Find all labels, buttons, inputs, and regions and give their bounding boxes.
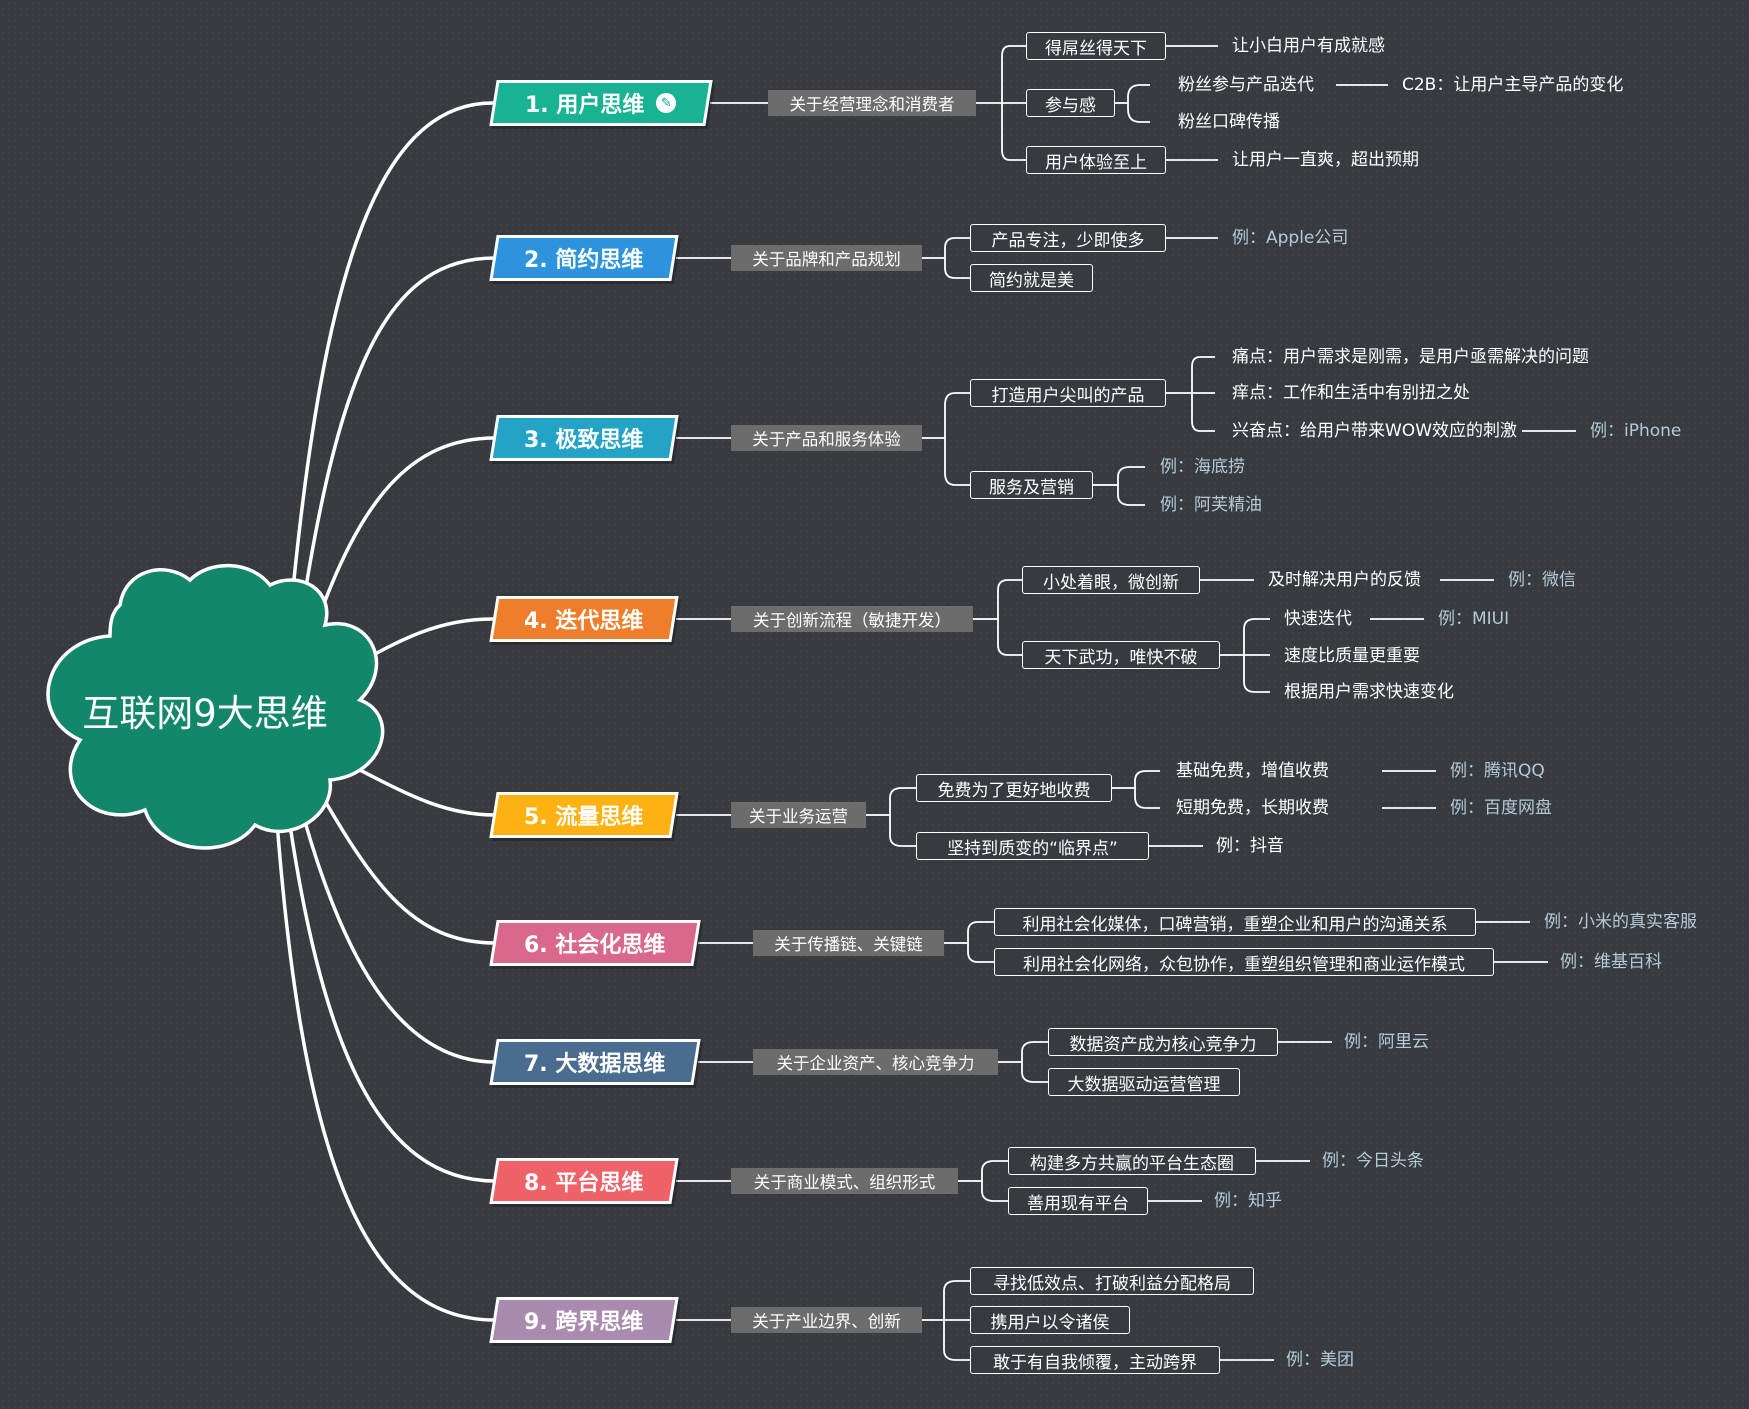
- topic-box[interactable]: 数据资产成为核心竞争力: [1048, 1028, 1278, 1056]
- branch-social-thinking[interactable]: 6. 社会化思维: [489, 920, 701, 966]
- branch-label: 9. 跨界思维: [524, 1310, 644, 1335]
- topic-text[interactable]: 让小白用户有成就感: [1232, 36, 1385, 56]
- summary-label[interactable]: 关于商业模式、组织形式: [731, 1168, 958, 1194]
- topic-box[interactable]: 小处着眼，微创新: [1022, 566, 1200, 594]
- topic-box[interactable]: 产品专注，少即使多: [970, 224, 1166, 252]
- topic-text[interactable]: 根据用户需求快速变化: [1284, 682, 1454, 702]
- topic-text[interactable]: 痒点：工作和生活中有别扭之处: [1232, 383, 1470, 403]
- topic-text[interactable]: C2B：让用户主导产品的变化: [1402, 75, 1624, 95]
- example-text[interactable]: 例：Apple公司: [1232, 228, 1349, 248]
- summary-label[interactable]: 关于创新流程（敏捷开发）: [731, 606, 973, 632]
- branch-platform-thinking[interactable]: 8. 平台思维: [489, 1158, 679, 1204]
- branch-label: 1. 用户思维: [525, 93, 645, 118]
- summary-label[interactable]: 关于企业资产、核心竞争力: [753, 1049, 998, 1075]
- topic-text[interactable]: 粉丝参与产品迭代: [1178, 75, 1314, 95]
- topic-box[interactable]: 携用户以令诸侯: [970, 1306, 1130, 1334]
- topic-box[interactable]: 服务及营销: [970, 471, 1093, 499]
- topic-box[interactable]: 善用现有平台: [1008, 1187, 1148, 1215]
- topic-box[interactable]: 天下武功，唯快不破: [1022, 641, 1220, 669]
- topic-text[interactable]: 例：抖音: [1216, 836, 1284, 856]
- branch-extreme-thinking[interactable]: 3. 极致思维: [489, 415, 679, 461]
- summary-label[interactable]: 关于产业边界、创新: [731, 1307, 922, 1333]
- topic-text[interactable]: 快速迭代: [1284, 609, 1352, 629]
- example-text[interactable]: 例：小米的真实客服: [1544, 912, 1697, 932]
- topic-box[interactable]: 参与感: [1026, 89, 1115, 117]
- topic-text[interactable]: 粉丝口碑传播: [1178, 112, 1280, 132]
- topic-box[interactable]: 利用社会化媒体，口碑营销，重塑企业和用户的沟通关系: [994, 908, 1476, 936]
- summary-label[interactable]: 关于品牌和产品规划: [731, 245, 922, 271]
- branch-traffic-thinking[interactable]: 5. 流量思维: [489, 792, 679, 838]
- topic-box[interactable]: 利用社会化网络，众包协作，重塑组织管理和商业运作模式: [994, 948, 1494, 976]
- example-text[interactable]: 例：知乎: [1214, 1191, 1282, 1211]
- topic-text[interactable]: 速度比质量更重要: [1284, 646, 1420, 666]
- branch-label: 8. 平台思维: [524, 1171, 644, 1196]
- example-text[interactable]: 例：今日头条: [1322, 1151, 1424, 1171]
- topic-text[interactable]: 痛点：用户需求是刚需，是用户亟需解决的问题: [1232, 347, 1589, 367]
- topic-box[interactable]: 得屌丝得天下: [1026, 32, 1166, 60]
- cloud-shape: [46, 563, 385, 850]
- branch-user-thinking[interactable]: 1. 用户思维 ✎: [489, 80, 713, 126]
- topic-box[interactable]: 大数据驱动运营管理: [1048, 1068, 1240, 1096]
- example-text[interactable]: 例：腾讯QQ: [1450, 761, 1545, 781]
- summary-label[interactable]: 关于业务运营: [731, 802, 866, 828]
- example-text[interactable]: 例：海底捞: [1160, 457, 1245, 477]
- summary-label[interactable]: 关于产品和服务体验: [731, 425, 922, 451]
- topic-box[interactable]: 构建多方共赢的平台生态圈: [1008, 1147, 1256, 1175]
- branch-label: 4. 迭代思维: [524, 609, 644, 634]
- example-text[interactable]: 例：百度网盘: [1450, 798, 1552, 818]
- topic-text[interactable]: 短期免费，长期收费: [1176, 798, 1329, 818]
- topic-text[interactable]: 让用户一直爽，超出预期: [1232, 150, 1419, 170]
- branch-label: 6. 社会化思维: [524, 933, 666, 958]
- branch-label: 5. 流量思维: [524, 805, 644, 830]
- example-text[interactable]: 例：阿里云: [1344, 1032, 1429, 1052]
- topic-box[interactable]: 坚持到质变的“临界点”: [916, 832, 1149, 860]
- topic-text[interactable]: 基础免费，增值收费: [1176, 761, 1329, 781]
- topic-box[interactable]: 用户体验至上: [1026, 146, 1166, 174]
- example-text[interactable]: 例：阿芙精油: [1160, 495, 1262, 515]
- topic-text[interactable]: 兴奋点：给用户带来WOW效应的刺激: [1232, 421, 1517, 441]
- example-text[interactable]: 例：微信: [1508, 570, 1576, 590]
- summary-label[interactable]: 关于经营理念和消费者: [768, 90, 976, 116]
- example-text[interactable]: 例：MIUI: [1438, 609, 1510, 629]
- branch-iteration-thinking[interactable]: 4. 迭代思维: [489, 596, 679, 642]
- example-text[interactable]: 例：美团: [1286, 1350, 1354, 1370]
- topic-text[interactable]: 及时解决用户的反馈: [1268, 570, 1421, 590]
- branch-label: 3. 极致思维: [524, 428, 644, 453]
- branch-label: 2. 简约思维: [524, 248, 644, 273]
- center-title: 互联网9大思维: [82, 692, 328, 735]
- topic-box[interactable]: 寻找低效点、打破利益分配格局: [970, 1267, 1254, 1295]
- branch-label: 7. 大数据思维: [524, 1052, 666, 1077]
- topic-box[interactable]: 免费为了更好地收费: [916, 774, 1112, 802]
- topic-box[interactable]: 简约就是美: [970, 264, 1093, 292]
- example-text[interactable]: 例：iPhone: [1590, 421, 1682, 441]
- example-text[interactable]: 例：维基百科: [1560, 952, 1662, 972]
- branch-crossover-thinking[interactable]: 9. 跨界思维: [489, 1297, 679, 1343]
- summary-label[interactable]: 关于传播链、关键链: [753, 930, 944, 956]
- note-icon[interactable]: ✎: [656, 93, 677, 113]
- topic-box[interactable]: 敢于有自我倾覆，主动跨界: [970, 1346, 1220, 1374]
- topic-box[interactable]: 打造用户尖叫的产品: [970, 379, 1166, 407]
- branch-simplicity-thinking[interactable]: 2. 简约思维: [489, 235, 679, 281]
- branch-bigdata-thinking[interactable]: 7. 大数据思维: [489, 1039, 701, 1085]
